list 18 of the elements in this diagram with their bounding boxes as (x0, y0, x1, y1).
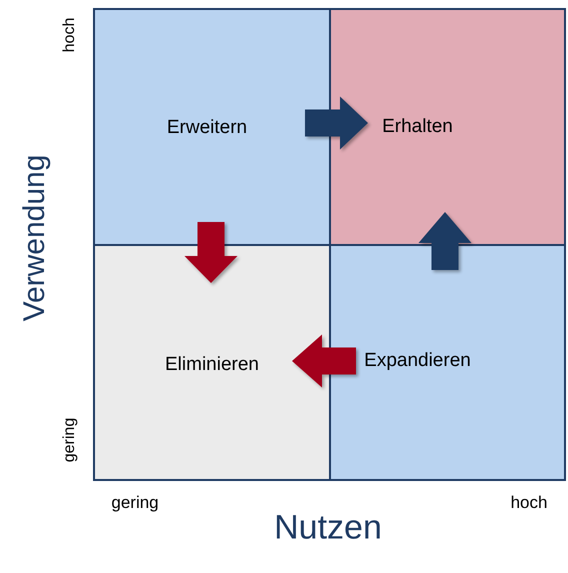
block-arrow (418, 212, 472, 270)
axis-tick-label: gering (61, 418, 79, 462)
block-arrow (184, 222, 238, 283)
quadrant-panel (93, 244, 331, 481)
block-arrow (292, 334, 356, 388)
quadrant-label: Erhalten (382, 116, 453, 138)
quadrant-panel (93, 8, 331, 246)
quadrant-panel (329, 8, 566, 246)
axis-title: Nutzen (274, 508, 382, 548)
axis-title: Verwendung (18, 154, 52, 322)
quadrant-label: Erweitern (166, 117, 248, 139)
axis-tick-label: gering (111, 493, 159, 513)
quadrant-panel (329, 244, 566, 481)
axis-tick-label: hoch (61, 18, 79, 52)
quadrant-label: Eliminieren (165, 354, 259, 376)
quadrant-label: Expandieren (364, 350, 471, 372)
block-arrow (305, 96, 368, 150)
axis-tick-label: hoch (510, 493, 548, 513)
